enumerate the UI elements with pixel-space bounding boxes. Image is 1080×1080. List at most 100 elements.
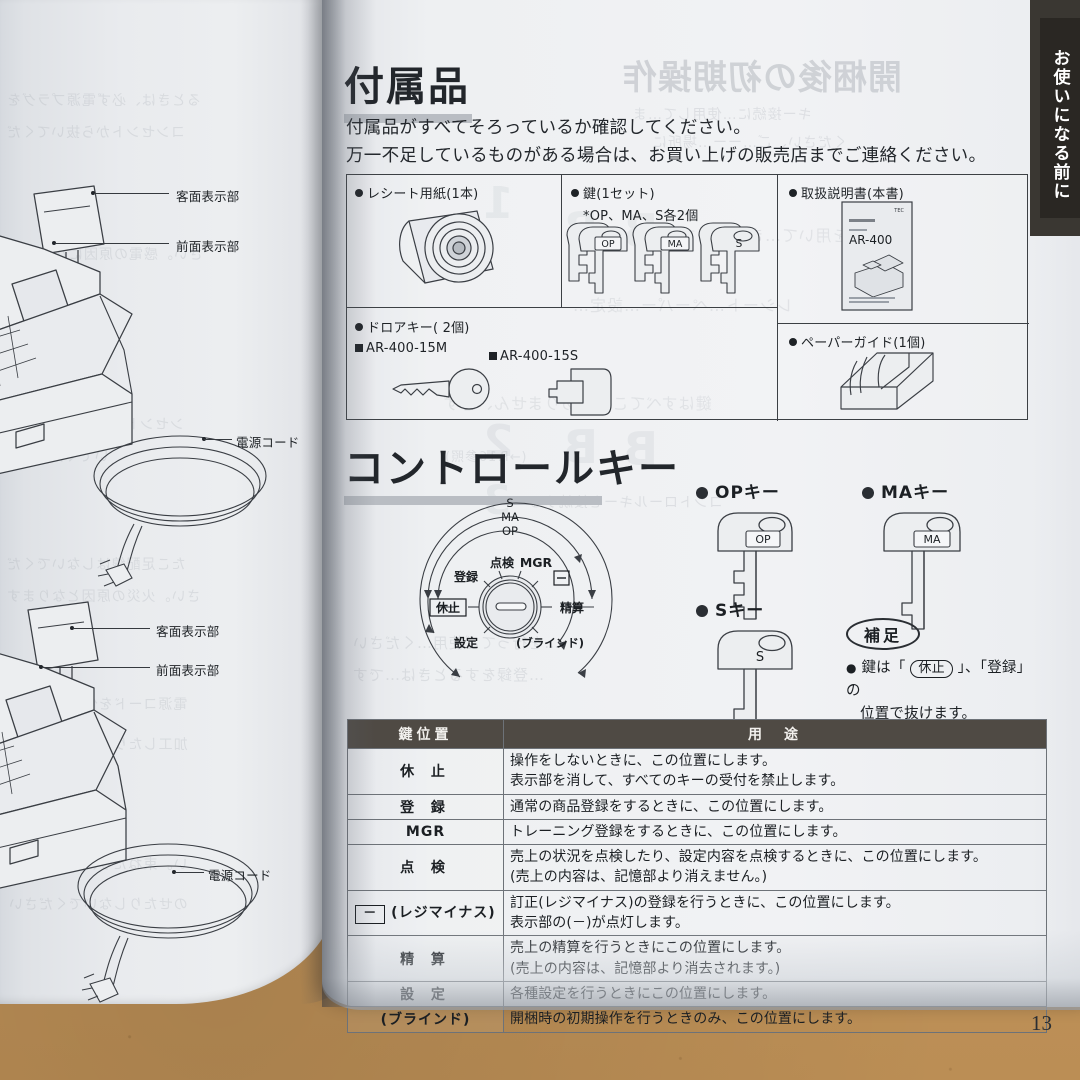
bullet-dot-icon: [696, 605, 708, 617]
svg-text:MA: MA: [668, 239, 683, 250]
accessory-cell-manual: 取扱説明書(本書) TEC AR-400: [779, 175, 1029, 323]
table-row: － (レジマイナス) 訂正(レジマイナス)の登録を行うときに、この位置にします。…: [347, 889, 1047, 937]
callout-dot: [172, 870, 176, 874]
register-illustration-top: [0, 185, 133, 474]
ma-key-cap-label: MA: [923, 533, 940, 546]
callout-leader: [175, 872, 204, 873]
callout-label-customer-display-top: 客面表示部: [176, 189, 240, 204]
supplement-badge: 補足: [846, 618, 921, 650]
drawer-key-s-icon: [548, 368, 612, 416]
supplement-note-text: ● 鍵は「 休止 」、「登録」の 位置で抜けます。: [846, 657, 1026, 727]
table-cell-use: 操作をしないときに、この位置にします。 表示部を消して、すべてのキーの受付を禁止…: [503, 748, 1047, 795]
book-gutter-shadow: [322, 0, 376, 1007]
table-header-row: 鍵位置 用 途: [347, 719, 1047, 749]
table-cell-use: 通常の商品登録をするときに、この位置にします。: [503, 793, 1047, 820]
table-row: MGR トレーニング登録をするときに、この位置にします。: [347, 818, 1047, 846]
callout-leader: [94, 193, 169, 194]
supplement-note: 補足 ● 鍵は「 休止 」、「登録」の 位置で抜けます。: [846, 618, 1026, 727]
square-bullet-icon: [489, 352, 497, 360]
register-illustration-bottom: [0, 601, 127, 889]
accessory-label-receipt-paper: レシート用紙(1本): [355, 183, 561, 202]
bullet-dot-icon: [862, 487, 874, 499]
callout-label-power-cord-bottom: 電源コード: [208, 868, 272, 883]
accessory-cell-paper-guide: ペーパーガイド(1個): [779, 325, 1029, 419]
accessories-heading-block: 付属品: [344, 54, 644, 123]
table-row: 点 検 売上の状況を点検したり、設定内容を点検するときに、この位置にします。 (…: [347, 844, 1047, 891]
key-card-title-s: Sキー: [696, 596, 820, 621]
callout-dot: [70, 626, 74, 630]
ma-key-icon: MA: [883, 512, 961, 630]
op-key-cap-label: OP: [755, 533, 771, 546]
supplement-note-line2: 位置で抜けます。: [860, 706, 977, 723]
table-header-use: 用 途: [503, 719, 1047, 749]
key-set-icon: OP MA S: [566, 222, 760, 294]
power-cord-illustration-bottom: [77, 843, 259, 1003]
heading-underline: [344, 496, 602, 505]
key-card-ma: MAキー MA: [862, 478, 986, 637]
manual-book-icon: TEC AR-400: [841, 201, 913, 311]
accessories-intro-line2: 万一不足しているものがある場合は、お買い上げの販売店までご連絡ください。: [346, 146, 987, 167]
list-bullet-icon: [571, 189, 579, 197]
svg-text:OP: OP: [601, 239, 614, 250]
page-number: 13: [1031, 1011, 1052, 1035]
heading-underline: [344, 114, 472, 123]
table-divider-horizontal: [777, 323, 1029, 325]
callout-label-power-cord-top: 電源コード: [236, 435, 300, 450]
callout-dot: [52, 241, 56, 245]
callout-label-customer-display-bottom: 客面表示部: [156, 624, 220, 639]
callout-leader: [42, 667, 150, 668]
dial-label-ma: MA: [501, 510, 519, 524]
key-card-title-op: OPキー: [696, 478, 820, 503]
accessory-cell-key-set: 鍵(1セット) *OP、MA、S各2個: [563, 175, 777, 307]
dial-position-seisan: 精算: [560, 600, 584, 615]
accessories-intro-line1: 付属品がすべてそろっているか確認してください。: [346, 118, 752, 138]
side-index-tab: お使いになる前に: [1040, 18, 1080, 218]
accessory-model-15s: AR-400-15S: [489, 349, 578, 364]
dial-position-blind: (ブラインド): [516, 636, 584, 650]
callout-leader: [73, 628, 150, 629]
accessory-label-drawer-keys: ドロアキー( 2個): [355, 317, 777, 336]
table-divider-vertical: [777, 175, 779, 421]
section-title-control-key: コントロールキー: [344, 446, 680, 492]
table-divider-horizontal: [347, 307, 777, 309]
dial-label-op: OP: [502, 524, 518, 538]
accessory-cell-receipt-paper: レシート用紙(1本): [347, 175, 561, 307]
accessory-cell-drawer-keys: ドロアキー( 2個) AR-400-15M AR-400-15S: [347, 309, 777, 419]
callout-dot: [91, 191, 95, 195]
table-cell-position: 登 録: [347, 793, 504, 820]
control-key-dial-diagram: S MA OP 点検 MGR 登録 休止 精算 設定 (ブラインド): [398, 495, 628, 705]
bullet-dot-icon: [696, 487, 708, 499]
paper-roll-icon: [399, 210, 494, 284]
table-cell-use: 訂正(レジマイナス)の登録を行うときに、この位置にします。 表示部の(－)が点灯…: [503, 889, 1047, 937]
table-cell-position: (ブラインド): [347, 1006, 504, 1033]
dial-position-settei: 設定: [454, 635, 478, 650]
callout-label-front-display-bottom: 前面表示部: [156, 663, 220, 678]
table-row: 登 録 通常の商品登録をするときに、この位置にします。: [347, 793, 1047, 820]
drawer-key-m-icon: [392, 368, 490, 410]
table-row: 休 止 操作をしないときに、この位置にします。 表示部を消して、すべてのキーの受…: [347, 748, 1047, 795]
page-bottom-curl: [322, 930, 1080, 1010]
table-divider-vertical: [561, 175, 563, 307]
callout-label-front-display-top: 前面表示部: [176, 239, 240, 254]
dial-position-tenken: 点検: [490, 555, 515, 570]
power-cord-illustration-top: [93, 435, 267, 587]
dial-position-touroku: 登録: [453, 569, 479, 584]
dial-position-kyushi: 休止: [435, 600, 460, 615]
op-key-icon: OP: [717, 512, 793, 620]
table-row: (ブラインド) 開梱時の初期操作を行うときのみ、この位置にします。: [347, 1006, 1047, 1033]
page-title-accessories: 付属品: [344, 64, 470, 110]
supplement-note-line1: ● 鍵は「 休止 」、「登録」の: [846, 660, 1025, 700]
accessory-label-paper-guide: ペーパーガイド(1個): [789, 332, 1029, 351]
list-bullet-icon: [789, 189, 797, 197]
accessory-label-key-set: 鍵(1セット): [571, 183, 777, 202]
dial-label-s: S: [506, 496, 513, 510]
callout-dot: [39, 665, 43, 669]
key-cards-group: OPキー OP MAキー: [690, 478, 1030, 738]
table-cell-use: 開梱時の初期操作を行うときのみ、この位置にします。: [503, 1006, 1047, 1033]
callout-leader: [204, 439, 232, 440]
manual-cover-model: AR-400: [849, 233, 892, 247]
s-key-cap-label: S: [756, 650, 764, 665]
inline-key-box-kyushi: 休止: [910, 660, 953, 679]
paper-guide-icon: [840, 352, 934, 410]
